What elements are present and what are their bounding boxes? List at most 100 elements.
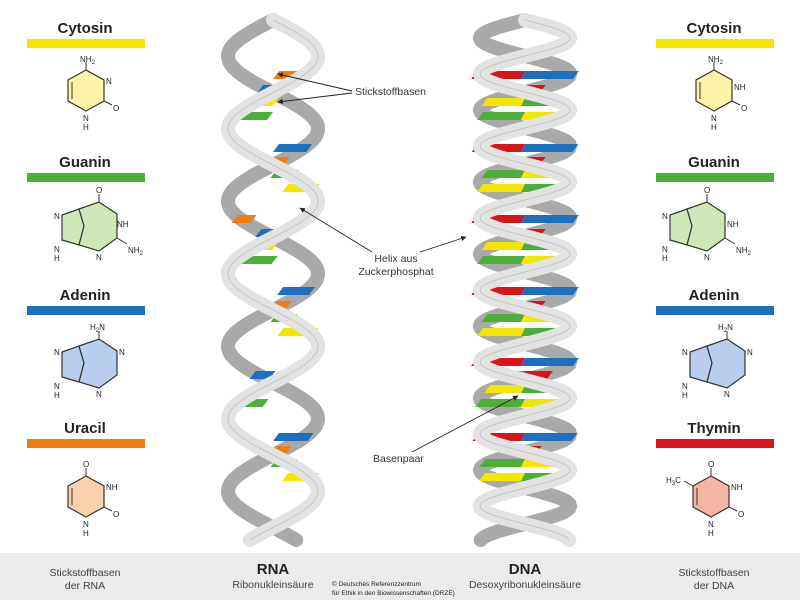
right-cytosin-label: Cytosin [686,20,741,37]
left-panel: Cytosin NH2 N O N H Guanin O N NH N H N [27,20,145,538]
footer-left-line1: Stickstoffbasen [49,567,120,579]
footer-copyright-line2: für Ethik in den Biowissenschaften (DRZE… [332,590,455,597]
right-thymine-structure: O H3C NH O N H [666,460,744,538]
right-adenine-n3: N [724,390,730,399]
right-adenin-label: Adenin [689,287,740,304]
right-adenine-n1: N [747,348,753,357]
left-adenine-n9: N [54,382,60,391]
right-guanine-n9: N [662,245,668,254]
right-guanine-structure: O N NH N H N NH2 [662,186,752,263]
left-uracil-nh: NH [106,483,118,492]
dna-base-right [521,433,578,441]
left-guanine-structure: O N NH N H N NH2 [54,186,144,263]
left-guanin-label: Guanin [59,154,111,171]
left-cytosine-n: N [106,77,112,86]
left-cytosin-color-bar [27,39,145,48]
callouts: Stickstoffbasen Helix aus Zuckerphosphat… [277,72,519,465]
dna-base-left [479,473,525,481]
left-cytosine-nh2: NH2 [80,55,96,66]
left-adenine-n1: N [119,348,125,357]
right-adenin-color-bar [656,306,774,315]
rna-front-strand [220,13,326,547]
right-cytosine-nh: NH [734,83,746,92]
rna-base [273,433,314,441]
footer-dna-subtitle: Desoxyribonukleinsäure [469,579,581,591]
left-adenine-h9: H [54,391,60,400]
left-cytosine-h1: H [83,123,89,132]
callout-stickstoffbasen: Stickstoffbasen [355,86,426,98]
right-adenine-n9: N [682,382,688,391]
footer-right-line2: der DNA [694,580,734,592]
dna-base-left [481,242,525,250]
callout-helix-line1: Helix aus [374,253,417,265]
dna-base-left [481,98,525,106]
arrow-basenpaar [411,395,519,453]
right-thymin-color-bar [656,439,774,448]
dna-base-left [479,459,525,467]
dna-base-left [477,184,525,192]
right-guanine-h9: H [662,254,668,263]
right-cytosine-nh2: NH2 [708,55,724,66]
callout-basenpaar: Basenpaar [373,453,424,465]
arrow-helix-rna [299,207,373,253]
left-adenin-color-bar [27,306,145,315]
rna-helix [220,13,326,547]
right-guanine-o: O [704,186,710,195]
right-thymine-h1: H [708,529,714,538]
left-uracil-structure: O NH O N H [67,460,119,538]
right-adenine-h2n: H2N [718,323,733,334]
footer-copyright-line1: © Deutsches Referenzzentrum [332,580,421,588]
right-guanine-nh: NH [727,220,739,229]
arrow-helix-dna [419,235,467,253]
right-cytosine-h1: H [711,123,717,132]
right-guanine-nh2: NH2 [736,246,752,257]
footer-background [0,553,800,600]
footer-rna-subtitle: Ribonukleinsäure [232,579,313,591]
dna-base-left [477,256,525,264]
dna-base-left [484,385,525,393]
footer-dna-title: DNA [509,561,542,578]
right-thymin-label: Thymin [687,420,740,437]
left-guanine-n7: N [54,212,60,221]
right-adenine-h9: H [682,391,688,400]
rna-base [273,144,313,152]
dna-base-right [521,287,579,295]
dna-front-strand-edge [479,19,571,541]
footer-right-line1: Stickstoffbasen [678,567,749,579]
right-cytosin-color-bar [656,39,774,48]
left-guanine-h9: H [54,254,60,263]
left-guanine-n3: N [96,253,102,262]
right-thymine-o4: O [708,460,714,469]
right-guanine-n7: N [662,212,668,221]
right-guanin-label: Guanin [688,154,740,171]
right-adenine-n7: N [682,348,688,357]
dna-base-left [481,314,525,322]
rna-base [231,215,257,223]
left-uracil-o4: O [83,460,89,469]
left-adenine-structure: H2N N N N H N [54,323,125,400]
footer-rna-title: RNA [257,561,290,578]
left-uracil-h1: H [83,529,89,538]
right-guanine-n3: N [704,253,710,262]
left-uracil-color-bar [27,439,145,448]
rna-base [277,287,316,295]
arrow-stickstoffbasen-bottom [277,92,353,105]
footer-left-line2: der RNA [65,580,105,592]
footer: Stickstoffbasen der RNA RNA Ribonukleins… [0,553,800,600]
left-guanine-o: O [96,186,102,195]
right-panel: Cytosin NH2 NH O N H Guanin O N NH N H N [656,20,774,538]
right-thymine-n1: N [708,520,714,529]
dna-base-right [521,215,579,223]
left-guanin-color-bar [27,173,145,182]
left-uracil-n1: N [83,520,89,529]
dna-base-left [477,328,525,336]
left-cytosine-o: O [113,104,119,113]
left-adenine-n7: N [54,348,60,357]
left-uracil-o2: O [113,510,119,519]
left-guanine-nh2: NH2 [128,246,144,257]
callout-helix-line2: Zuckerphosphat [358,266,433,278]
left-cytosine-n1: N [83,114,89,123]
right-thymine-nh: NH [731,483,743,492]
arrow-stickstoffbasen-top [277,72,353,92]
left-guanine-nh: NH [117,220,129,229]
